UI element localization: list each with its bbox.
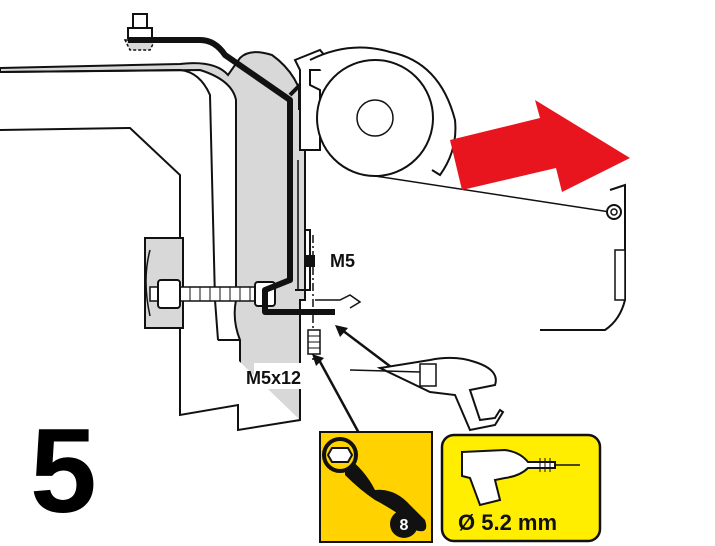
screw-icon bbox=[307, 329, 321, 355]
bolt-icon bbox=[123, 13, 157, 51]
label-m5x12: M5x12 bbox=[246, 368, 301, 388]
wrench-size: 8 bbox=[400, 517, 409, 534]
drill-bit-diameter: Ø 5.2 mm bbox=[458, 510, 557, 535]
through-bolt bbox=[149, 279, 276, 309]
awning-housing bbox=[293, 46, 457, 309]
pointer-lines bbox=[312, 325, 396, 436]
label-m5: M5 bbox=[330, 251, 355, 271]
direction-arrow-icon bbox=[450, 100, 630, 192]
nut-icon bbox=[157, 279, 181, 309]
drill-icon bbox=[349, 356, 505, 432]
step-number: 5 bbox=[30, 404, 97, 538]
wrench-card: 8 bbox=[319, 431, 433, 543]
drill-icon bbox=[461, 448, 580, 507]
awning-front-profile bbox=[374, 175, 626, 331]
drill-bit-card: Ø 5.2 mm bbox=[440, 433, 602, 543]
nut-icon bbox=[305, 255, 315, 267]
